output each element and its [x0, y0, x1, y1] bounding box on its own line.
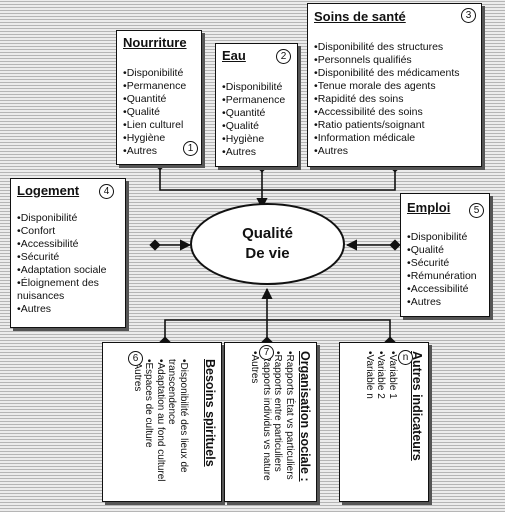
box-number: 4 [99, 184, 114, 199]
list-item: Adaptation au fond culturel [155, 359, 166, 497]
nourriture-box: Nourriture DisponibilitéPermanenceQuanti… [116, 30, 202, 165]
list-item: Accessibilité des soins [314, 106, 475, 119]
list-item: Sécurité [17, 251, 119, 264]
list-item: Autres [132, 359, 143, 497]
emploi-box: Emploi DisponibilitéQualitéSécuritéRémun… [400, 193, 490, 317]
list-item: Autres [407, 296, 483, 309]
link-soins [262, 167, 396, 191]
box-number: 3 [461, 8, 476, 23]
list-item: Quantité [123, 93, 195, 106]
list-item: Disponibilité [407, 231, 483, 244]
item-list: DisponibilitéPermanenceQuantitéQualitéLi… [123, 67, 195, 158]
box-title: Organisation sociale : [298, 351, 312, 482]
list-item: Disponibilité des structures [314, 41, 475, 54]
list-item: Autres [123, 145, 195, 158]
box-number: 7 [259, 345, 274, 360]
item-list: Disponibilité des lieux de transcendence… [132, 359, 190, 497]
list-item: Information médicale [314, 132, 475, 145]
list-item: Autres [314, 145, 475, 158]
box-title: Nourriture [123, 35, 187, 50]
list-item: Autres [222, 146, 291, 159]
box-title: Logement [17, 183, 80, 198]
eau-box: Eau DisponibilitéPermanenceQuantitéQuali… [215, 43, 298, 167]
link-nourriture [159, 165, 262, 191]
box-title: Eau [222, 48, 246, 63]
list-item: Permanence [123, 80, 195, 93]
list-item: Rapports individus vs nature [261, 351, 272, 497]
list-item: Qualité [123, 106, 195, 119]
list-item: Lien culturel [123, 119, 195, 132]
list-item: Qualité [222, 120, 291, 133]
besoins-box: Besoins spirituels Disponibilité des lie… [102, 342, 222, 502]
list-item: Variable 2 [375, 351, 387, 497]
connector-diamond [389, 239, 401, 251]
connector-diamond [149, 239, 161, 251]
item-list: DisponibilitéPermanenceQuantitéQualitéHy… [222, 81, 291, 159]
list-item: Accessibilité [407, 283, 483, 296]
item-list: Disponibilité des structuresPersonnels q… [314, 41, 475, 158]
list-item: Disponibilité des lieux de transcendence [166, 359, 190, 497]
list-item: Tenue morale des agents [314, 80, 475, 93]
list-item: Accessibilité [17, 238, 119, 251]
list-item: Adaptation sociale [17, 264, 119, 277]
list-item: Quantité [222, 107, 291, 120]
center-line-1: Qualité [242, 225, 293, 242]
link-autres [267, 319, 391, 342]
box-number: 6 [128, 351, 143, 366]
list-item: Variable 1 [387, 351, 398, 497]
box-title: Autres indicateurs [410, 351, 424, 461]
list-item: Rapports État vs particuliers [284, 351, 295, 497]
list-item: Disponibilité des médicaments [314, 67, 475, 80]
list-item: Personnels qualifiés [314, 54, 475, 67]
list-item: Disponibilité [17, 212, 119, 225]
list-item: Autres [17, 303, 119, 316]
list-item: Qualité [407, 244, 483, 257]
item-list: DisponibilitéQualitéSécuritéRémunération… [407, 231, 483, 309]
list-item: Hygiène [222, 133, 291, 146]
soins-box: Soins de santé Disponibilité des structu… [307, 3, 482, 167]
link-besoins [164, 319, 267, 342]
item-list: DisponibilitéConfortAccessibilitéSécurit… [17, 212, 119, 316]
list-item: Confort [17, 225, 119, 238]
item-list: Rapports État vs particuliersRapports en… [249, 351, 296, 497]
organisation-box: Organisation sociale : Rapports État vs … [224, 342, 317, 502]
list-item: Disponibilité [222, 81, 291, 94]
box-title: Emploi [407, 200, 451, 215]
list-item: Rémunération [407, 270, 483, 283]
autres-box: Autres indicateurs Variable 1Variable 2V… [339, 342, 429, 502]
box-number: 2 [276, 49, 291, 64]
list-item: Ratio patients/soignant [314, 119, 475, 132]
logement-box: Logement DisponibilitéConfortAccessibili… [10, 178, 126, 328]
box-number: n [398, 350, 413, 365]
list-item: Permanence [222, 94, 291, 107]
list-item: Hygiène [123, 132, 195, 145]
list-item: Espaces de culture [143, 359, 155, 497]
list-item: Disponibilité [123, 67, 195, 80]
list-item: Variable n [364, 351, 375, 497]
quality-of-life-ellipse: Qualité De vie [190, 203, 345, 285]
box-title: Besoins spirituels [203, 359, 217, 467]
list-item: Autres [249, 351, 261, 497]
item-list: Variable 1Variable 2Variable n [364, 351, 398, 497]
box-title: Soins de santé [314, 9, 406, 24]
list-item: Rapports entre particuliers [272, 351, 284, 497]
list-item: Sécurité [407, 257, 483, 270]
center-line-2: De vie [245, 245, 290, 262]
box-number: 5 [469, 203, 484, 218]
list-item: Éloignement des nuisances [17, 277, 119, 303]
box-number: 1 [183, 141, 198, 156]
list-item: Rapidité des soins [314, 93, 475, 106]
